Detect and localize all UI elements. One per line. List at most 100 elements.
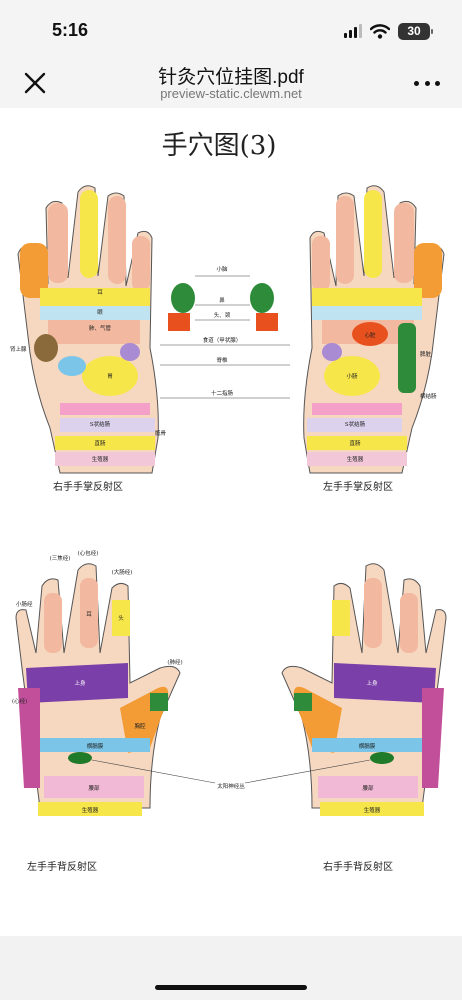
rback-ring-finger [400,593,418,653]
back-label-solar-plexus: 太阳神经丛 [217,782,245,790]
back-index-head [112,600,130,636]
rback-solar-plexus [370,752,394,764]
back-label-head: 头 [118,614,124,622]
palm-ear-band [40,288,150,306]
page-heading: 手穴图(3) [162,131,277,161]
palm-ring-finger [108,196,126,284]
left-palm-little-finger [312,236,330,291]
back-waist-zone [44,776,144,798]
back-label-small-intestine-meridian: 小肠经 [16,600,33,608]
left-palm-label-sigmoid: S状结肠 [345,420,366,428]
rback-label-lumbar: 腰部 [362,784,374,792]
close-icon[interactable] [20,68,50,98]
hand-reflexology-chart: 手穴图(3) 耳 眼 肺、气管 胃 肾上腺 S状结肠 直 [10,131,447,873]
left-palm-sacrum-zone [307,452,407,466]
palm-label-sigmoid: S状结肠 [90,420,111,428]
palm-center-callouts: 小脑 鼻 头、颈 食道（甲状腺） 脊椎 十二指肠 [160,265,290,399]
palm-liver [58,356,86,376]
status-bar: 5:16 30 [0,0,462,58]
palm-small-brain-right [250,283,274,313]
left-palm-diagram: 心脏 脾脏 横结肠 小肠 S状结肠 直肠 生殖器 [303,185,445,474]
palm-label-rectum: 直肠 [94,439,106,447]
left-palm-ear-band [312,288,422,306]
back-label-heart-meridian: (心包经) [78,549,99,557]
palm-kidney [120,343,140,361]
rback-index-head [332,600,350,636]
left-palm-eye-band [312,306,422,320]
left-palm-kidney [322,343,342,361]
palm-genital-zone [55,436,155,450]
palm-label-adrenal: 肾上腺 [10,345,27,353]
left-palm-label-small-intestine: 小肠 [346,372,358,380]
left-palm-label-heart: 心脏 [364,331,376,339]
palm-eye-band [40,306,150,320]
palm-label-ear: 耳 [97,289,103,296]
caption-right-palm: 右手手掌反射区 [53,480,123,493]
back-label-genital: 生殖器 [82,806,99,814]
palm-head-neck-right [256,313,278,331]
wifi-icon [370,24,390,39]
status-time: 5:16 [52,20,89,40]
palm-little-finger [132,236,150,291]
left-palm-middle-finger [364,190,382,278]
palm-lung-zone [48,320,140,344]
back-label-lumbar: 腰部 [88,784,100,792]
back-label-chest: 胸腔 [134,722,146,730]
palm-head-neck-left [168,313,190,331]
back-label-triple-burner: (三焦经) [50,554,71,562]
document-title: 针灸穴位挂图.pdf [158,67,304,88]
rback-large-intestine-green [294,693,312,711]
home-indicator[interactable] [155,985,307,990]
palm-label-lung-qi: 肺、气管 [89,324,112,332]
palm-label-duodenum: 十二指肠 [211,389,234,397]
back-label-ear: 耳 [86,611,92,618]
right-palm-diagram: 耳 眼 肺、气管 胃 肾上腺 S状结肠 直肠 生殖器 骶骨 [10,185,167,474]
palm-stomach [82,356,138,396]
left-palm-stomach [324,356,380,396]
document-source-url: preview-static.clewm.net [160,86,302,101]
palm-index-finger [48,203,68,283]
rback-genital-zone [320,802,424,816]
palm-label-sacrum: 骶骨 [155,429,167,437]
left-palm-rectum-zone [307,418,402,432]
nav-bar: 针灸穴位挂图.pdf preview-static.clewm.net [0,58,462,108]
rback-label-diaphragm: 横膈膜 [359,742,376,750]
right-back-diagram: 上身 横膈膜 腰部 生殖器 [281,563,447,816]
rback-upper-body [334,663,436,703]
rback-waist-zone [318,776,418,798]
back-solar-plexus [68,752,92,764]
left-palm-colon [312,403,402,415]
rback-middle-ear [364,578,382,648]
left-palm-index-finger [394,203,414,283]
left-palm-ring-finger [336,196,354,284]
back-label-large-intestine: (大肠经) [112,568,133,576]
palm-rectum-zone [60,418,155,432]
more-options-icon[interactable] [414,70,440,96]
back-large-intestine-green [150,693,168,711]
caption-left-back: 左手手背反射区 [27,860,97,873]
left-palm-label-rectum: 直肠 [349,439,361,447]
caption-left-palm: 左手手掌反射区 [323,480,393,493]
palm-label-genital: 生殖器 [92,455,109,463]
palm-label-small-brain: 小脑 [216,265,228,273]
back-diaphragm-band [40,738,150,752]
palm-label-eye: 眼 [97,309,103,316]
left-palm-heart [352,322,388,346]
back-genital-zone [38,802,142,816]
pdf-page[interactable]: 手穴图(3) 耳 眼 肺、气管 胃 肾上腺 S状结肠 直 [0,108,462,936]
palm-sacrum-zone [55,452,155,466]
left-palm-genital-zone [307,436,407,450]
caption-right-back: 右手手背反射区 [323,860,393,873]
rback-lumbar-side [422,688,444,788]
left-back-diagram: (三焦经) (心包经) (大肠经) 小肠经 头 耳 上身 横膈膜 胸腔 腰部 生… [12,549,183,816]
status-icons: 30 [344,21,433,41]
palm-thumb-zone [20,243,48,298]
back-label-lung-meridian: (肺经) [167,658,182,666]
left-palm-label-genital: 生殖器 [347,455,364,463]
palm-adrenal [34,334,58,362]
battery-icon: 30 [398,22,433,40]
palm-label-esophagus: 食道（甲状腺） [203,336,242,344]
rback-label-upper-body: 上身 [366,679,378,687]
palm-colon [60,403,150,415]
left-palm-thumb-zone [414,243,442,298]
